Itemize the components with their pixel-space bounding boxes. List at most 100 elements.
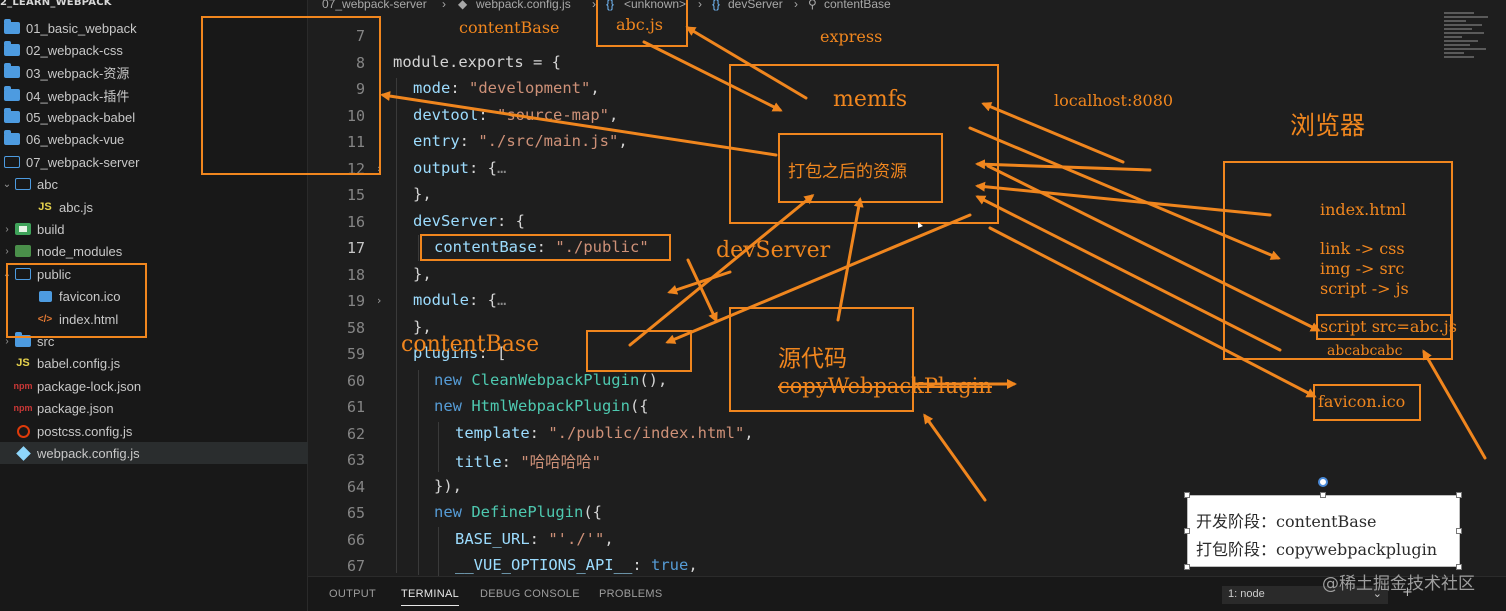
webpack-file-icon: ◆ bbox=[458, 0, 468, 11]
tree-item-postcss-config[interactable]: postcss.config.js bbox=[0, 420, 308, 442]
chevron-right-icon[interactable]: › bbox=[5, 223, 9, 235]
breadcrumb-item[interactable]: contentBase bbox=[824, 0, 891, 11]
tree-item-03-webpack-assets[interactable]: 03_webpack-资源 bbox=[0, 61, 308, 83]
line-number-active: 17 bbox=[346, 239, 365, 257]
resize-handle[interactable] bbox=[1184, 564, 1190, 570]
code-token: output bbox=[413, 159, 469, 177]
resize-handle[interactable] bbox=[1184, 528, 1190, 534]
tree-item-index-html[interactable]: </> index.html bbox=[0, 308, 308, 330]
code-token: devServer bbox=[413, 212, 497, 230]
tree-item-abc-js[interactable]: JS abc.js bbox=[0, 196, 308, 218]
annotation-script-src: script src=abc.js bbox=[1320, 317, 1457, 336]
line-number: 64 bbox=[346, 478, 365, 496]
line-number: 8 bbox=[355, 54, 365, 72]
tree-item-build[interactable]: › build bbox=[0, 218, 308, 240]
annotation-localhost-label: localhost:8080 bbox=[1054, 91, 1174, 110]
code-token: "./public/index.html" bbox=[548, 424, 745, 442]
tree-item-abc[interactable]: ⌄ abc bbox=[0, 173, 308, 195]
fold-chevron-icon[interactable]: › bbox=[377, 294, 382, 307]
tab-debug-console[interactable]: DEBUG CONSOLE bbox=[480, 588, 580, 600]
resize-handle[interactable] bbox=[1184, 492, 1190, 498]
resize-handle[interactable] bbox=[1456, 564, 1462, 570]
indent-guide bbox=[438, 527, 439, 577]
tree-item-01-basic-webpack[interactable]: 01_basic_webpack bbox=[0, 17, 308, 39]
indent-guide bbox=[438, 422, 439, 472]
annotation-note-box[interactable]: 开发阶段：contentBase 打包阶段：copywebpackplugin bbox=[1187, 495, 1460, 567]
tree-item-node-modules[interactable]: › node_modules bbox=[0, 240, 308, 262]
tab-terminal[interactable]: TERMINAL bbox=[401, 588, 460, 606]
code-token: __VUE_OPTIONS_API__ bbox=[455, 556, 633, 574]
tree-item-02-webpack-css[interactable]: 02_webpack-css bbox=[0, 39, 308, 61]
code-token: devtool bbox=[413, 106, 479, 124]
code-token: "'./'" bbox=[548, 530, 605, 548]
tab-problems[interactable]: PROBLEMS bbox=[599, 588, 663, 600]
tree-item-webpack-config[interactable]: webpack.config.js bbox=[0, 442, 308, 464]
terminal-select-value: 1: node bbox=[1228, 588, 1265, 600]
breadcrumb-item[interactable]: <unknown> bbox=[624, 0, 687, 11]
resize-handle[interactable] bbox=[1320, 492, 1326, 498]
tab-output[interactable]: OUTPUT bbox=[329, 588, 377, 600]
tree-item-label: 07_webpack-server bbox=[26, 154, 140, 170]
tree-item-05-webpack-babel[interactable]: 05_webpack-babel bbox=[0, 106, 308, 128]
tree-item-label: 05_webpack-babel bbox=[26, 109, 136, 125]
breadcrumb-item[interactable]: webpack.config.js bbox=[476, 0, 571, 11]
image-file-icon bbox=[36, 288, 54, 304]
folded-ellipsis[interactable]: … bbox=[497, 159, 507, 177]
annotation-content-base-mid-label: contentBase bbox=[401, 332, 540, 357]
annotation-memfs-label: memfs bbox=[833, 87, 908, 112]
tree-item-babel-config[interactable]: JS babel.config.js bbox=[0, 352, 308, 374]
tree-item-label: 03_webpack-资源 bbox=[26, 65, 130, 81]
tree-item-package-json[interactable]: npm package.json bbox=[0, 397, 308, 419]
tree-item-label: package.json bbox=[37, 400, 114, 416]
code-token: new bbox=[434, 371, 472, 389]
annotation-abc-js-label: abc.js bbox=[616, 15, 663, 34]
terminal-select[interactable]: 1: node ⌄ bbox=[1222, 586, 1388, 604]
build-folder-icon bbox=[14, 221, 32, 237]
code-line-63: title: "哈哈哈哈" bbox=[455, 450, 601, 472]
breadcrumb-item[interactable]: devServer bbox=[728, 0, 783, 11]
tree-item-label: abc.js bbox=[59, 199, 93, 215]
rotate-handle[interactable] bbox=[1318, 477, 1328, 487]
code-token: BASE_URL bbox=[455, 530, 530, 548]
arrow bbox=[975, 195, 1282, 352]
annotation-box-content-base bbox=[201, 16, 381, 175]
resize-handle[interactable] bbox=[1456, 528, 1462, 534]
tree-item-label: 01_basic_webpack bbox=[26, 20, 137, 36]
line-number: 19 bbox=[346, 292, 365, 310]
breadcrumb-item[interactable]: 07_webpack-server bbox=[322, 0, 427, 11]
minimap[interactable] bbox=[1444, 12, 1498, 92]
tree-item-04-webpack-plugins[interactable]: 04_webpack-插件 bbox=[0, 84, 308, 106]
tree-item-06-webpack-vue[interactable]: 06_webpack-vue bbox=[0, 128, 308, 150]
code-token: entry bbox=[413, 132, 460, 150]
arrow bbox=[975, 181, 1272, 217]
code-token: template bbox=[455, 424, 530, 442]
code-token: new bbox=[434, 397, 472, 415]
code-token: , bbox=[590, 79, 600, 97]
folded-ellipsis[interactable]: … bbox=[497, 291, 507, 309]
code-token: , bbox=[618, 132, 628, 150]
tree-item-label: abc bbox=[37, 176, 58, 192]
breadcrumb-separator-icon: › bbox=[442, 0, 446, 11]
chevron-down-icon[interactable]: ⌄ bbox=[2, 178, 12, 190]
annotation-box-memfs bbox=[729, 64, 999, 224]
code-token: : { bbox=[469, 159, 497, 177]
arrow bbox=[685, 26, 808, 100]
code-line-15: }, bbox=[413, 185, 432, 203]
chevron-right-icon[interactable]: › bbox=[5, 335, 9, 347]
line-number: 9 bbox=[355, 80, 365, 98]
line-number: 61 bbox=[346, 398, 365, 416]
tree-item-07-webpack-server[interactable]: 07_webpack-server bbox=[0, 151, 308, 173]
breadcrumb-separator-icon: › bbox=[794, 0, 798, 11]
chevron-right-icon[interactable]: › bbox=[5, 245, 9, 257]
annotation-box-empty bbox=[586, 330, 692, 372]
code-token: : [ bbox=[478, 344, 507, 362]
code-token: : bbox=[478, 106, 497, 124]
code-line-19: module: {… bbox=[413, 291, 506, 309]
resize-handle[interactable] bbox=[1456, 492, 1462, 498]
tree-item-package-lock[interactable]: npm package-lock.json bbox=[0, 375, 308, 397]
add-terminal-icon[interactable]: + bbox=[1402, 585, 1413, 600]
code-line-12: output: {… bbox=[413, 159, 506, 177]
code-token: module bbox=[393, 53, 449, 71]
tree-item-favicon[interactable]: favicon.ico bbox=[0, 285, 308, 307]
